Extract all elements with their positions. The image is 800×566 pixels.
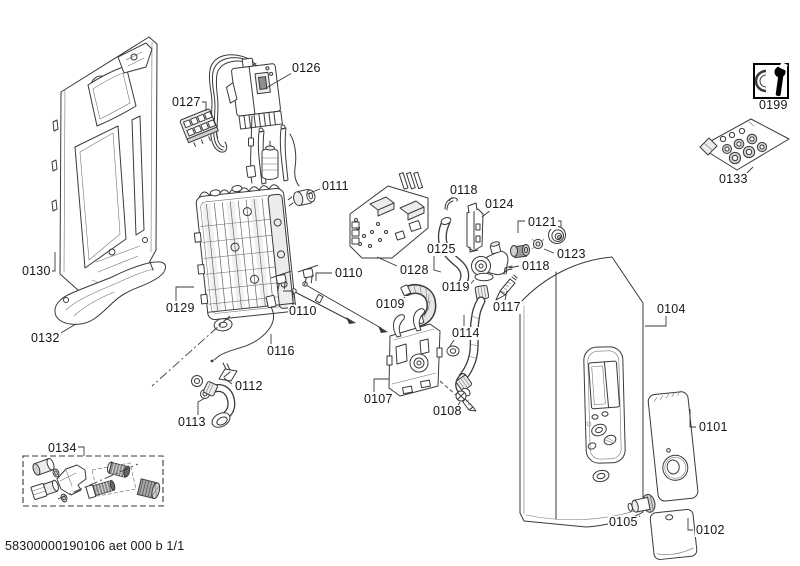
part-0129-heater-top-details [257, 124, 300, 187]
part-label-0125: 0125 [426, 242, 457, 257]
part-0102-bottom-flap [649, 508, 698, 560]
part-0113-outlet-elbow [191, 375, 236, 428]
part-label-0123: 0123 [556, 247, 587, 262]
part-0114-hose [446, 296, 486, 397]
pipe-section-icon [754, 69, 767, 93]
part-label-0127: 0127 [171, 95, 202, 110]
part-label-0116: 0116 [266, 344, 296, 359]
part-label-0118-upper: 0118 [449, 183, 479, 198]
part-0119-valve-body [471, 241, 509, 301]
part-label-0134: 0134 [47, 441, 78, 456]
document-number: 58300000190106 aet 000 b 1/1 [5, 539, 185, 553]
part-0129-heat-exchanger-block [193, 184, 296, 332]
part-label-0126: 0126 [291, 61, 322, 76]
part-0126-relay-assembly [208, 54, 283, 184]
part-label-0118-valve: 0118 [521, 259, 551, 274]
part-0118-clip-valve [503, 265, 513, 275]
part-label-0104: 0104 [656, 302, 687, 317]
wrench-icon [774, 62, 788, 97]
part-label-0105: 0105 [608, 515, 639, 530]
part-0132-air-duct [54, 261, 166, 325]
part-0101-control-panel-cover [647, 390, 699, 502]
part-label-0108: 0108 [432, 404, 463, 419]
part-0117-screw [495, 274, 518, 301]
part-0111-plug [287, 188, 316, 207]
part-label-0117: 0117 [492, 300, 522, 315]
part-0108-screw [455, 390, 477, 412]
part-label-0199: 0199 [758, 98, 789, 113]
part-label-0133: 0133 [718, 172, 749, 187]
part-label-0101: 0101 [698, 420, 729, 435]
part-0109-clamp [400, 284, 437, 327]
part-0130-mounting-backpanel [51, 36, 158, 309]
part-label-0107: 0107 [363, 392, 394, 407]
part-label-0124: 0124 [484, 197, 515, 212]
part-label-0112: 0112 [234, 379, 264, 394]
part-0107-mounting-frame [386, 308, 443, 397]
part-label-0129: 0129 [165, 301, 196, 316]
part-0128-control-pcb [349, 171, 429, 259]
part-label-0128: 0128 [399, 263, 430, 278]
part-0123-seal-nut [531, 238, 545, 250]
part-0110-rods-and-clips [270, 264, 388, 333]
part-0124-bracket [466, 202, 484, 253]
part-label-0111: 0111 [321, 179, 350, 194]
part-0116-capillary [210, 294, 277, 363]
part-label-0119: 0119 [441, 280, 471, 295]
part-label-0114: 0114 [451, 326, 481, 341]
part-label-0113: 0113 [177, 415, 207, 430]
part-label-0110-right: 0110 [334, 266, 364, 281]
part-0104-front-cover [519, 256, 644, 528]
part-label-0130: 0130 [21, 264, 52, 279]
part-0118-clip-upper [444, 197, 458, 211]
part-label-0102: 0102 [695, 523, 726, 538]
service-tool-icon [753, 62, 789, 99]
part-label-0121: 0121 [527, 215, 558, 230]
part-label-0132: 0132 [30, 331, 61, 346]
part-0105-knob [627, 493, 656, 513]
part-0133-seal-kit-bag [699, 118, 790, 171]
part-0134-connection-kit [22, 455, 164, 507]
assembly-axis-lines [57, 315, 457, 500]
part-label-0110-left: 0110 [288, 304, 318, 319]
part-label-0109: 0109 [375, 297, 406, 312]
part-0127-terminal-block [179, 108, 219, 147]
